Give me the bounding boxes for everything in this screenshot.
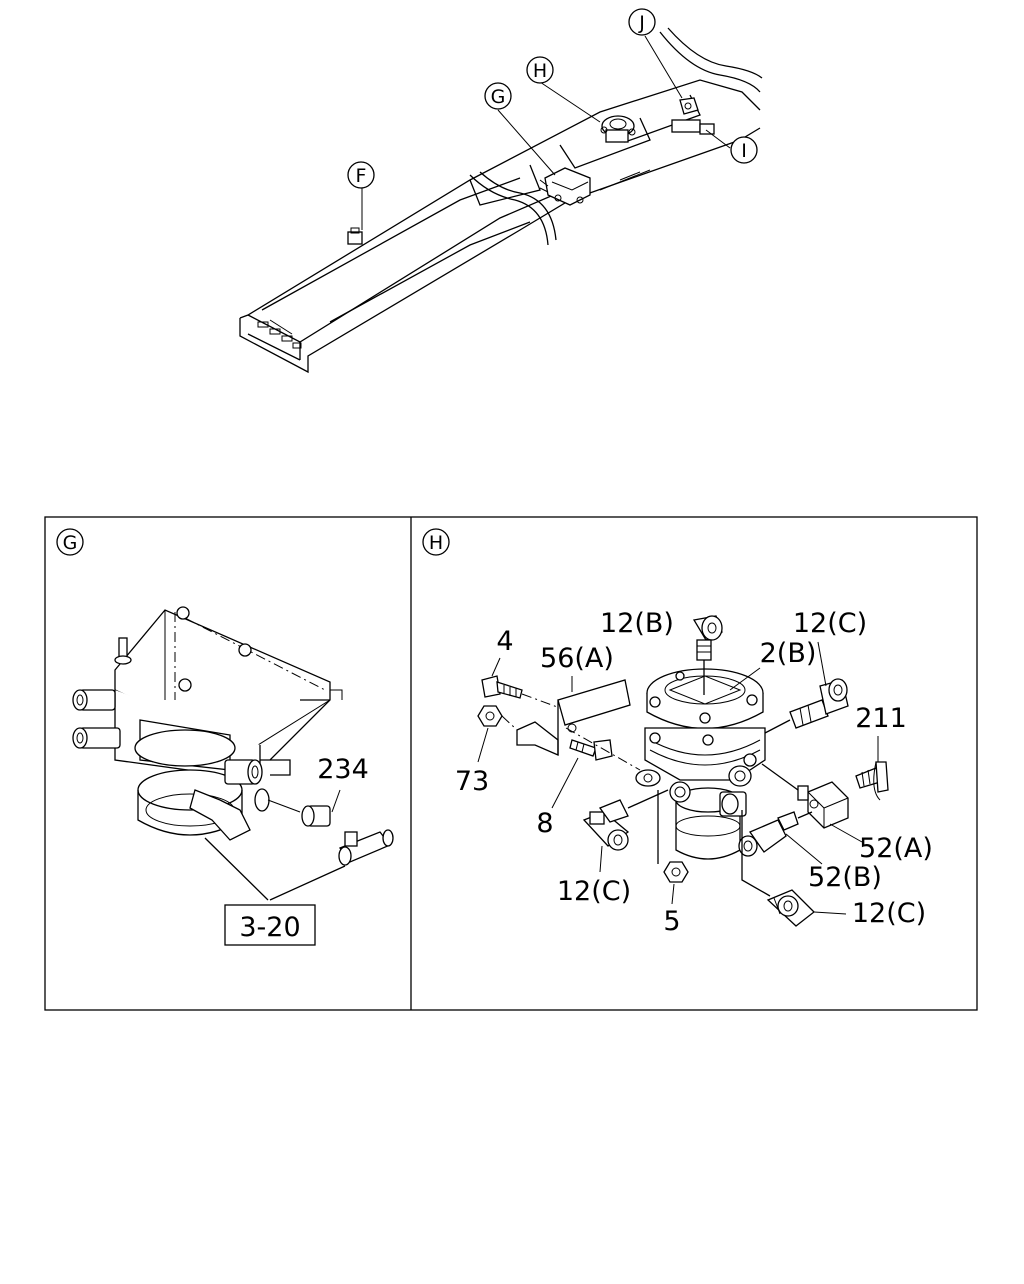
component-h-overview bbox=[600, 115, 636, 143]
svg-text:J: J bbox=[638, 12, 645, 34]
label-4: 4 bbox=[496, 626, 513, 657]
part-8-bolt: 8 bbox=[536, 727, 641, 839]
svg-text:I: I bbox=[741, 140, 747, 162]
svg-text:G: G bbox=[63, 532, 78, 554]
part-12c-fitting-bottom: 12(C) bbox=[741, 810, 926, 929]
part-73-nut: 73 bbox=[455, 705, 518, 797]
reference-box-3-20: 3-20 bbox=[204, 837, 346, 946]
callout-j: J bbox=[628, 8, 656, 36]
tee-fitting-3-20 bbox=[338, 829, 394, 866]
part-211-connector: 211 bbox=[855, 703, 907, 801]
part-234-plug: 234 bbox=[267, 754, 369, 827]
svg-text:G: G bbox=[491, 86, 506, 108]
component-ij-overview bbox=[671, 97, 715, 135]
chassis-frame-overview: F G H I J bbox=[239, 8, 763, 374]
panel-g: G bbox=[56, 528, 394, 946]
part-52a-block: 52(A) bbox=[761, 763, 933, 864]
callout-g: G bbox=[484, 82, 512, 110]
valve-assembly-g bbox=[72, 606, 343, 841]
label-52a: 52(A) bbox=[859, 833, 933, 864]
label-8: 8 bbox=[536, 808, 553, 839]
panel-g-letter-callout: G bbox=[56, 528, 84, 556]
panel-h-letter-callout: H bbox=[422, 528, 450, 556]
svg-text:3-20: 3-20 bbox=[239, 912, 300, 943]
label-12c-left: 12(C) bbox=[557, 876, 631, 907]
label-56a: 56(A) bbox=[540, 643, 614, 674]
label-2b: 2(B) bbox=[760, 638, 817, 669]
label-12b: 12(B) bbox=[600, 608, 674, 639]
part-4-bolt: 4 bbox=[481, 626, 561, 709]
label-12c-bottom: 12(C) bbox=[852, 898, 926, 929]
fitting-right-upper bbox=[224, 759, 263, 785]
part-12c-fitting-top: 12(C) bbox=[764, 608, 867, 734]
part-5-nut: 5 bbox=[657, 790, 689, 937]
panel-h: H 56(A) 4 73 bbox=[422, 528, 933, 937]
svg-text:F: F bbox=[356, 165, 367, 187]
label-52b: 52(B) bbox=[808, 862, 882, 893]
fitting-lower-left bbox=[72, 727, 121, 749]
fitting-right-elbow bbox=[189, 788, 270, 841]
callout-i: I bbox=[730, 136, 758, 164]
component-g-overview bbox=[539, 167, 591, 206]
label-73: 73 bbox=[455, 766, 489, 797]
part-2b-relay-valve: 2(B) bbox=[635, 638, 817, 860]
part-12b-elbow: 12(B) bbox=[600, 608, 723, 695]
label-12c-top: 12(C) bbox=[793, 608, 867, 639]
part-52b-tee: 52(B) bbox=[738, 811, 882, 893]
detail-panel-frame bbox=[44, 516, 978, 1011]
part-56a-bracket: 56(A) bbox=[516, 643, 631, 756]
callout-f: F bbox=[347, 161, 375, 189]
svg-text:H: H bbox=[429, 532, 443, 554]
label-5: 5 bbox=[663, 906, 680, 937]
component-f-overview bbox=[347, 210, 363, 245]
label-234: 234 bbox=[317, 754, 369, 785]
fitting-upper-left bbox=[72, 689, 116, 711]
label-211: 211 bbox=[855, 703, 907, 734]
callout-h: H bbox=[526, 56, 554, 84]
part-12c-fitting-left: 12(C) bbox=[557, 789, 669, 907]
svg-text:H: H bbox=[533, 60, 547, 82]
